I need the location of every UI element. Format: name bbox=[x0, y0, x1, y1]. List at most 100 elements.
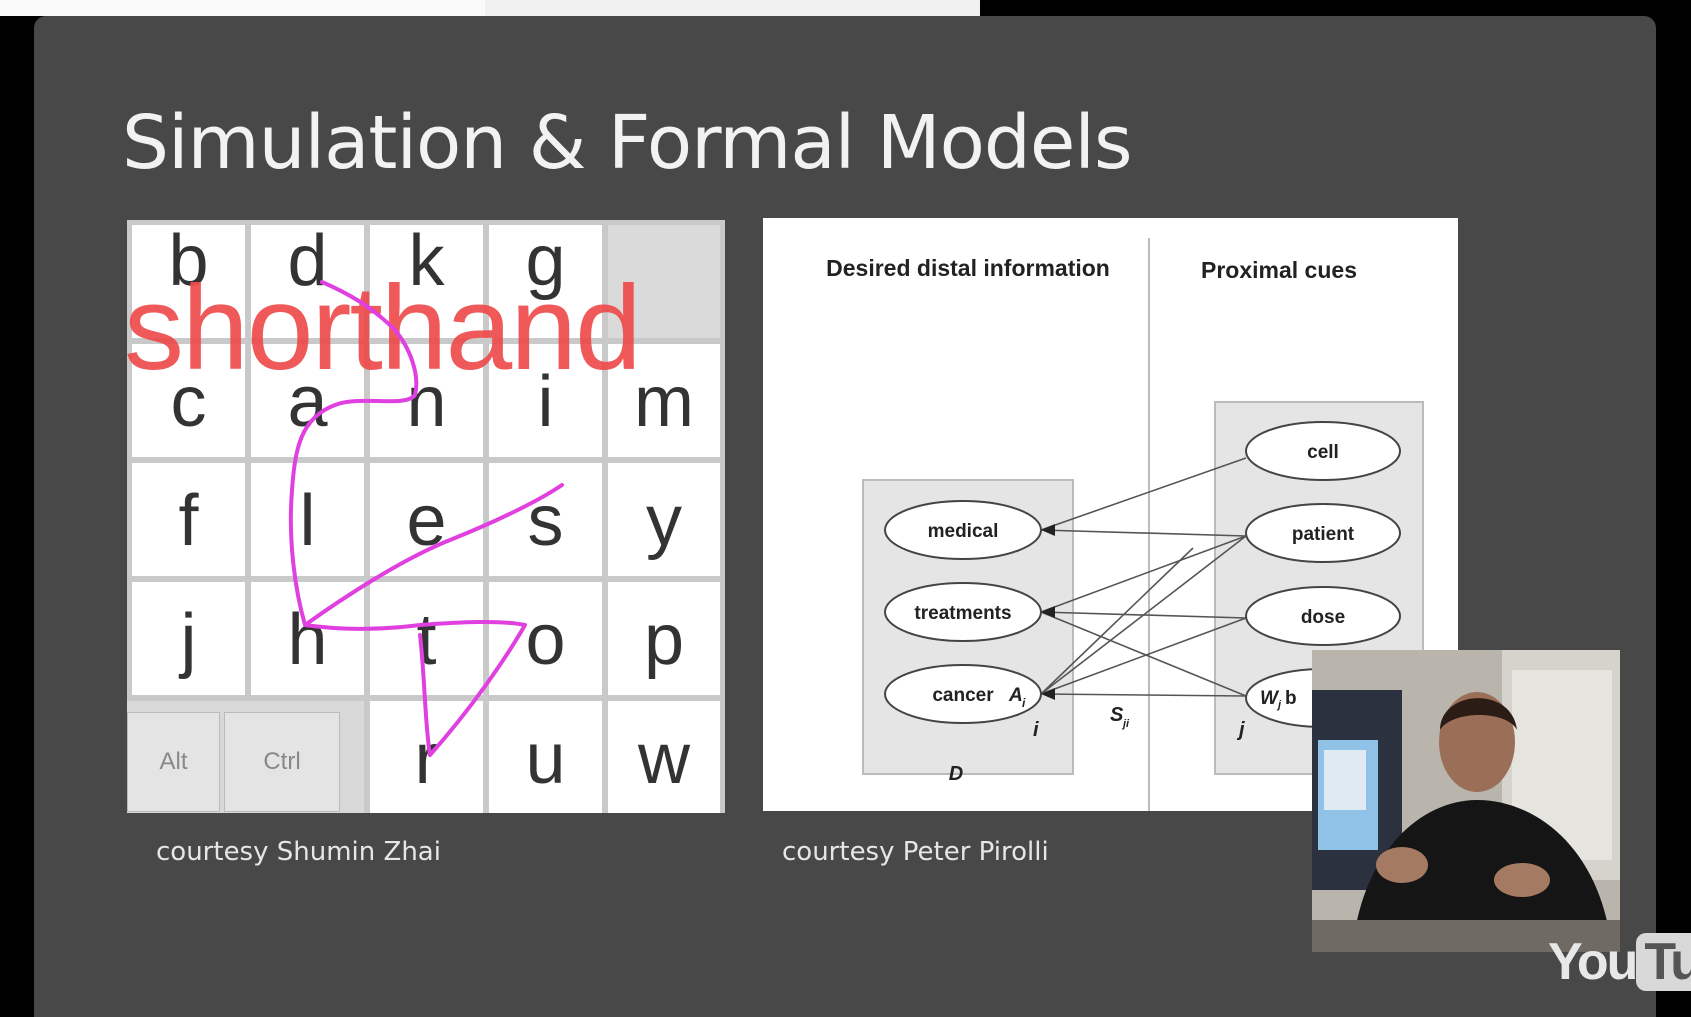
key-label: k bbox=[408, 221, 445, 301]
youtube-watermark: YouTub bbox=[1548, 932, 1691, 992]
node-label-cancer: cancer bbox=[932, 685, 994, 706]
edge bbox=[1040, 611, 1247, 697]
keyboard-key: j bbox=[132, 582, 245, 695]
slide-title: Simulation & Formal Models bbox=[122, 100, 1132, 186]
node-label-patient: patient bbox=[1292, 524, 1355, 545]
keyboard-key: s bbox=[489, 463, 602, 576]
keyboard-key: y bbox=[608, 463, 720, 576]
keyboard-key: o bbox=[489, 582, 602, 695]
diagram-edges bbox=[1040, 457, 1247, 697]
node-patient bbox=[1245, 503, 1401, 563]
node-label-dose: dose bbox=[1301, 607, 1345, 628]
node-label-treatments: treatments bbox=[914, 603, 1011, 624]
keyboard-key: p bbox=[608, 582, 720, 695]
left-header: Desired distal information bbox=[826, 255, 1110, 281]
edge bbox=[1040, 547, 1194, 695]
keyboard-key: d bbox=[251, 225, 364, 338]
presenter-video-inset[interactable] bbox=[1312, 650, 1620, 952]
key-label: m bbox=[634, 362, 694, 442]
key-label: j bbox=[180, 600, 197, 680]
edge bbox=[1040, 693, 1247, 697]
keyboard-key: w bbox=[608, 701, 720, 813]
node-dose bbox=[1245, 586, 1401, 646]
window-tab-gray bbox=[485, 0, 980, 16]
arrowheads bbox=[1041, 524, 1055, 700]
edge bbox=[1040, 617, 1247, 695]
key-label: d bbox=[287, 221, 328, 301]
key-label: b bbox=[168, 221, 209, 301]
keyboard-key: e bbox=[370, 463, 483, 576]
keyboard-key: l bbox=[251, 463, 364, 576]
keyboard-key: i bbox=[489, 344, 602, 457]
arrowhead bbox=[1041, 606, 1055, 618]
distal-nodes bbox=[884, 500, 1042, 724]
plate-index-j: j bbox=[1236, 719, 1245, 741]
video-monitor-panel bbox=[1324, 750, 1366, 810]
node-label-medical: medical bbox=[928, 521, 999, 542]
cancer-subscript-i: i bbox=[1022, 696, 1026, 710]
ctrl-key-label: Ctrl bbox=[263, 748, 301, 775]
node-cell bbox=[1245, 421, 1401, 481]
edge-label-s: S bbox=[1110, 704, 1124, 726]
arrowhead bbox=[1041, 688, 1055, 700]
plate-label-d: D bbox=[949, 763, 963, 785]
presenter-body bbox=[1352, 800, 1612, 952]
window-top-strip bbox=[0, 0, 1691, 16]
presenter-hand-right bbox=[1494, 863, 1550, 897]
video-desk bbox=[1312, 920, 1620, 952]
alt-key: Alt bbox=[127, 712, 220, 812]
right-header: Proximal cues bbox=[1201, 257, 1357, 283]
ctrl-key: Ctrl bbox=[224, 712, 340, 812]
keyboard-key: k bbox=[370, 225, 483, 338]
youtube-you-text: You bbox=[1548, 933, 1638, 991]
keyboard-key: u bbox=[489, 701, 602, 813]
credit-left: courtesy Shumin Zhai bbox=[156, 837, 441, 867]
window-tab-light bbox=[0, 0, 485, 16]
node-label-w: W bbox=[1260, 688, 1280, 709]
key-label: f bbox=[178, 481, 199, 561]
presenter-image bbox=[1312, 650, 1620, 952]
keyboard-key: m bbox=[608, 344, 720, 457]
node-treatments bbox=[884, 582, 1042, 642]
edge bbox=[1040, 611, 1247, 619]
key-label: n bbox=[406, 362, 447, 442]
key-label: c bbox=[170, 362, 207, 442]
key-label: o bbox=[525, 600, 566, 680]
key-label: l bbox=[299, 481, 316, 561]
key-label: i bbox=[537, 362, 554, 442]
information-scent-diagram: Desired distal information Proximal cues… bbox=[763, 218, 1458, 811]
keyboard-key: b bbox=[132, 225, 245, 338]
key-label: r bbox=[414, 719, 439, 799]
cancer-subscript: A bbox=[1008, 685, 1023, 706]
gesture-stroke bbox=[288, 280, 564, 757]
edge-label-s-sub: ji bbox=[1121, 718, 1130, 730]
keyboard-key: c bbox=[132, 344, 245, 457]
node-label-w-sub: j bbox=[1276, 699, 1282, 711]
key-label: g bbox=[525, 221, 566, 301]
presenter-hair bbox=[1440, 698, 1517, 730]
edge bbox=[1040, 535, 1247, 613]
keyboard-key-blank bbox=[608, 225, 720, 338]
presenter-hand-left bbox=[1376, 847, 1428, 883]
key-label: u bbox=[525, 719, 566, 799]
youtube-tube-text: Tub bbox=[1636, 933, 1691, 991]
keyboard-key: g bbox=[489, 225, 602, 338]
shorthand-overlay-word: shorthand bbox=[124, 261, 642, 395]
key-label: y bbox=[646, 481, 682, 561]
alt-key-label: Alt bbox=[159, 748, 188, 775]
edge bbox=[1040, 529, 1247, 537]
key-label: p bbox=[643, 600, 685, 680]
node-medical bbox=[884, 500, 1042, 560]
node-label-w-partial: b bbox=[1285, 688, 1297, 709]
arrowhead bbox=[1041, 524, 1055, 536]
plate-index-i: i bbox=[1033, 719, 1039, 741]
key-label: w bbox=[638, 719, 690, 799]
node-label-cell: cell bbox=[1307, 442, 1339, 463]
credit-right: courtesy Peter Pirolli bbox=[782, 837, 1049, 867]
keyboard-key: f bbox=[132, 463, 245, 576]
diagram-svg: Desired distal information Proximal cues… bbox=[826, 238, 1424, 811]
node-cancer bbox=[884, 664, 1042, 724]
keyboard-key: h bbox=[251, 582, 364, 695]
edge bbox=[1040, 457, 1247, 531]
